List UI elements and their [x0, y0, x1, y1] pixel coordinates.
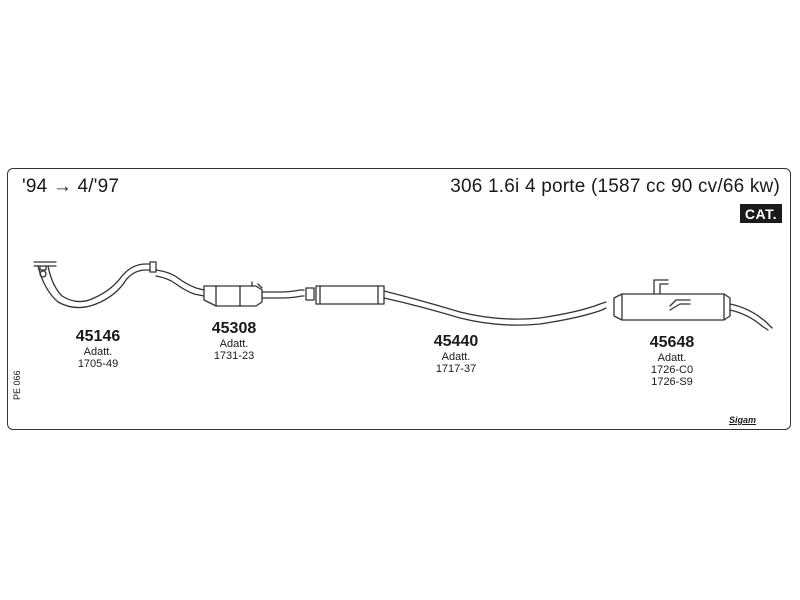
part-ref: 1726-S9	[651, 375, 693, 388]
part-number: 45308	[211, 320, 257, 337]
mid-muffler-45440	[305, 285, 607, 326]
part-label-45648: 45648 Adatt. 1726-C0 1726-S9	[642, 334, 702, 388]
cat-badge: CAT.	[739, 204, 782, 223]
catalyst-45308	[155, 269, 305, 307]
part-label-45308: 45308 Adatt. 1731-23	[204, 320, 264, 362]
part-number: 45146	[75, 328, 121, 345]
part-adapter-label: Adatt.	[441, 350, 471, 363]
catalog-code: PE 066	[12, 370, 22, 400]
part-ref: 1705-49	[77, 357, 119, 370]
part-adapter-label: Adatt.	[219, 337, 249, 350]
model-title: 306 1.6i 4 porte (1587 cc 90 cv/66 kw)	[450, 176, 780, 197]
rear-silencer-45648	[613, 279, 773, 331]
date-range: '94 → 4/'97	[22, 176, 120, 197]
part-label-45440: 45440 Adatt. 1717-37	[426, 333, 486, 375]
part-label-45146: 45146 Adatt. 1705-49	[68, 328, 128, 370]
part-ref: 1717-37	[435, 362, 477, 375]
part-adapter-label: Adatt.	[83, 345, 113, 358]
part-ref: 1726-C0	[650, 363, 694, 376]
downpipe-45146	[33, 261, 157, 309]
diagram-frame	[7, 168, 791, 430]
part-number: 45648	[649, 334, 695, 351]
brand-logo: Sigam	[728, 415, 756, 425]
part-ref: 1731-23	[213, 349, 255, 362]
part-adapter-label: Adatt.	[657, 351, 687, 364]
part-number: 45440	[433, 333, 479, 350]
